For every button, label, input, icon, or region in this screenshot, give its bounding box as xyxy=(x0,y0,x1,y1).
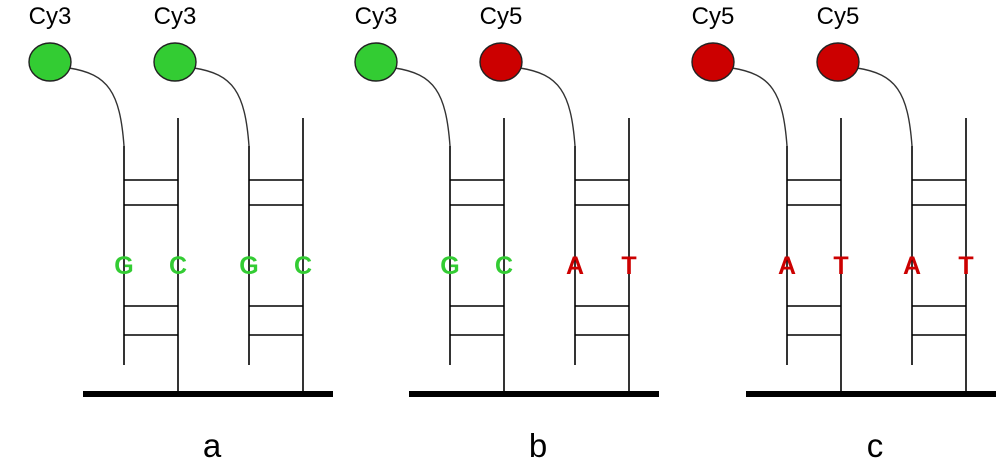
dye-linker xyxy=(193,67,250,147)
panel-letter: b xyxy=(529,427,547,464)
dye-linker xyxy=(394,67,451,147)
dye-linker xyxy=(519,67,576,147)
dye-marker-cy3 xyxy=(153,42,197,82)
dye-marker-cy5 xyxy=(816,42,860,82)
base-letter-right: C xyxy=(495,252,513,280)
dye-marker-cy3 xyxy=(28,42,72,82)
base-letter-left: G xyxy=(440,252,459,280)
base-letter-left: A xyxy=(778,252,796,280)
base-letter-left: G xyxy=(114,252,133,280)
base-letter-right: T xyxy=(958,252,973,280)
dye-marker-cy5 xyxy=(479,42,523,82)
dye-label: Cy3 xyxy=(355,3,398,30)
base-letter-right: C xyxy=(169,252,187,280)
dye-linker xyxy=(731,67,788,147)
base-letter-right: T xyxy=(621,252,636,280)
base-letter-right: T xyxy=(833,252,848,280)
base-letter-left: G xyxy=(239,252,258,280)
dye-label: Cy5 xyxy=(480,3,523,30)
dye-label: Cy3 xyxy=(154,3,197,30)
dye-linker xyxy=(856,67,913,147)
panel-letter: c xyxy=(867,427,884,464)
dye-marker-cy5 xyxy=(691,42,735,82)
base-letter-left: A xyxy=(566,252,584,280)
dye-label: Cy5 xyxy=(692,3,735,30)
base-letter-left: A xyxy=(903,252,921,280)
dye-marker-cy3 xyxy=(354,42,398,82)
dye-label: Cy3 xyxy=(29,3,72,30)
panel-letter: a xyxy=(203,427,222,464)
base-letter-right: C xyxy=(294,252,312,280)
dye-label: Cy5 xyxy=(817,3,860,30)
dye-linker xyxy=(68,67,125,147)
